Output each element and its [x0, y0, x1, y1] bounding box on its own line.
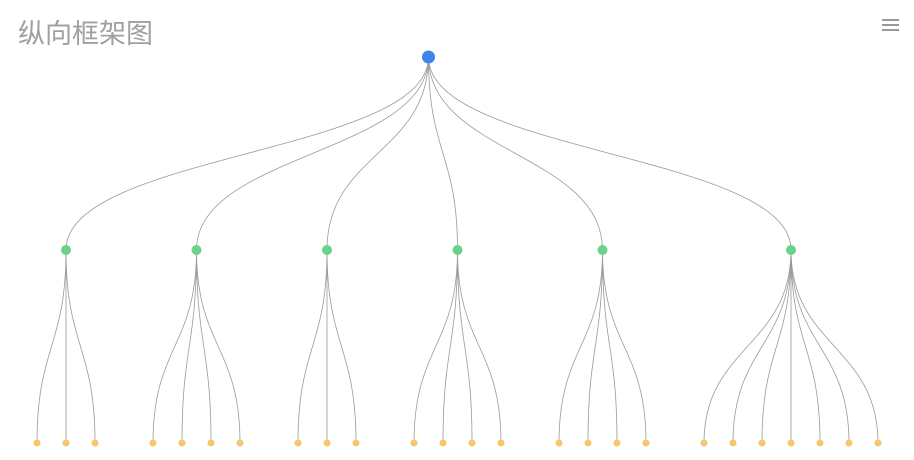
leaf-node[interactable] [439, 439, 447, 447]
leaf-node[interactable] [149, 439, 157, 447]
edge-branch-leaf [297, 249, 328, 444]
edge-root-branch [428, 56, 792, 251]
leaf-node[interactable] [642, 439, 650, 447]
edge-branch-leaf [457, 249, 473, 444]
edge-branch-leaf [732, 249, 792, 444]
edge-branch-leaf [152, 249, 197, 444]
leaf-node[interactable] [700, 439, 708, 447]
leaf-node[interactable] [758, 439, 766, 447]
edge-branch-leaf [790, 249, 879, 444]
edge-branch-leaf [196, 249, 212, 444]
edge-branch-leaf [703, 249, 792, 444]
branch-node[interactable] [786, 245, 796, 255]
edge-root-branch [428, 56, 458, 251]
edge-root-branch [326, 56, 429, 251]
edge-root-branch [428, 56, 603, 251]
leaf-node[interactable] [816, 439, 824, 447]
edge-branch-leaf [761, 249, 792, 444]
leaf-node[interactable] [584, 439, 592, 447]
branch-node[interactable] [61, 245, 71, 255]
branch-node[interactable] [191, 245, 202, 255]
chart-title: 纵向框架图 [18, 19, 153, 50]
leaf-node[interactable] [323, 439, 331, 447]
edge-branch-leaf [587, 249, 603, 444]
branch-node[interactable] [597, 245, 608, 255]
leaf-node[interactable] [33, 439, 41, 447]
edge-branch-leaf [196, 249, 241, 444]
leaf-node[interactable] [555, 439, 563, 447]
edge-branch-leaf [602, 249, 618, 444]
leaf-node[interactable] [91, 439, 99, 447]
leaf-node[interactable] [294, 439, 302, 447]
edge-branch-leaf [558, 249, 603, 444]
branch-node[interactable] [452, 245, 463, 255]
leaf-node[interactable] [787, 439, 795, 447]
leaf-node[interactable] [845, 439, 853, 447]
edge-root-branch [65, 56, 429, 251]
leaf-node[interactable] [468, 439, 476, 447]
leaf-node[interactable] [729, 439, 737, 447]
edge-branch-leaf [602, 249, 647, 444]
leaf-node[interactable] [236, 439, 244, 447]
edge-branch-leaf [326, 249, 357, 444]
leaf-node[interactable] [62, 439, 70, 447]
edge-root-branch [196, 56, 429, 251]
hamburger-menu-icon[interactable] [882, 19, 899, 33]
leaf-node[interactable] [874, 439, 882, 447]
root-node[interactable] [422, 50, 435, 64]
edge-branch-leaf [413, 249, 458, 444]
leaf-node[interactable] [497, 439, 505, 447]
edge-branch-leaf [790, 249, 850, 444]
edge-branch-leaf [442, 249, 458, 444]
leaf-node[interactable] [613, 439, 621, 447]
edge-branch-leaf [457, 249, 502, 444]
leaf-node[interactable] [352, 439, 360, 447]
edge-branch-leaf [65, 249, 96, 444]
branch-node[interactable] [322, 245, 332, 255]
leaf-node[interactable] [410, 439, 418, 447]
leaf-node[interactable] [207, 439, 215, 447]
edge-branch-leaf [790, 249, 821, 444]
leaf-node[interactable] [178, 439, 186, 447]
edge-branch-leaf [36, 249, 67, 444]
edge-branch-leaf [181, 249, 197, 444]
